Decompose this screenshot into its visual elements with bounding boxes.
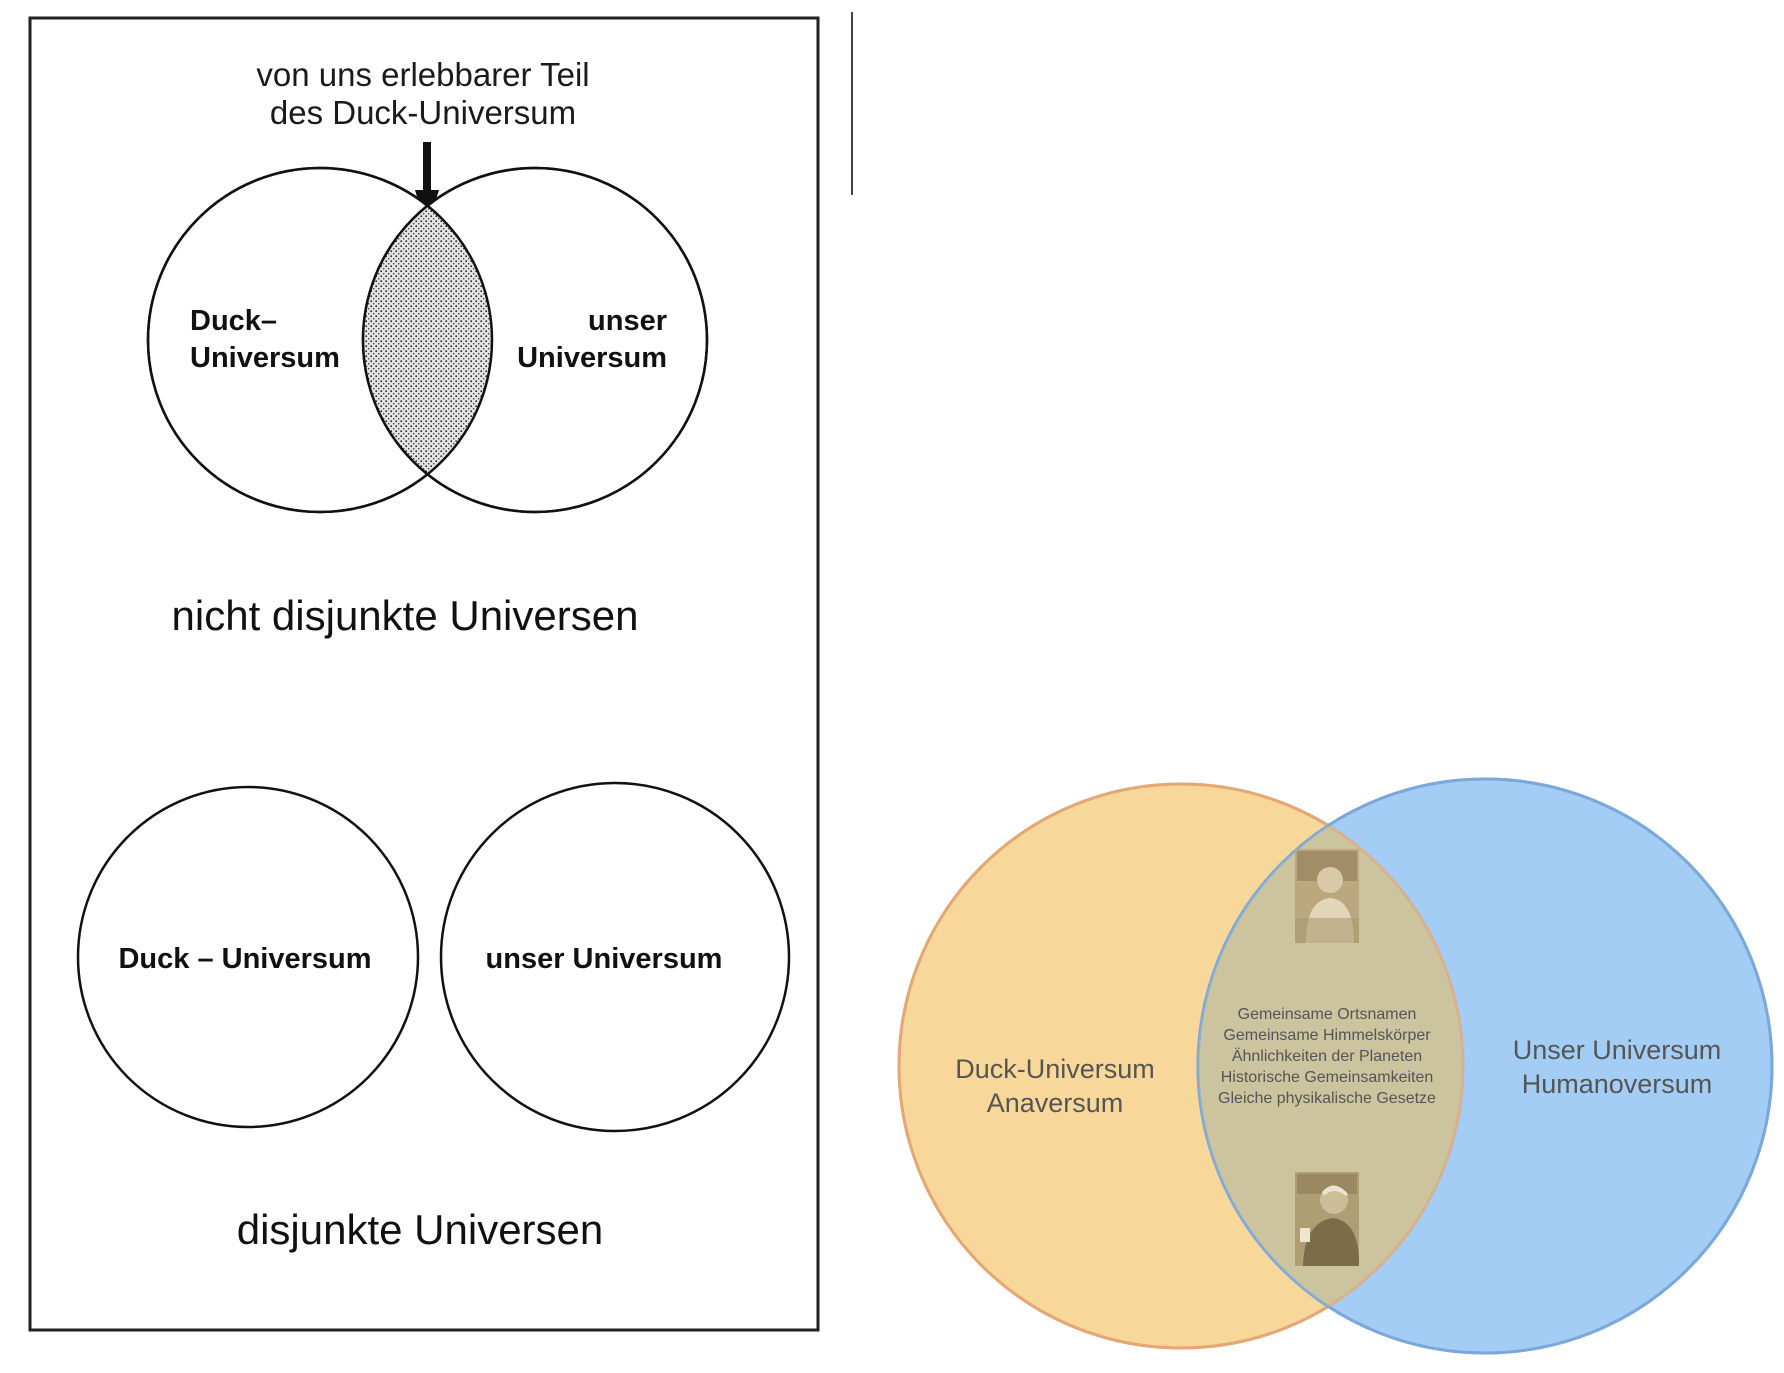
disjoint-right-label: unser Universum — [486, 943, 723, 975]
arrow-caption-line2: des Duck-Universum — [270, 94, 576, 131]
disjoint-caption: disjunkte Universen — [237, 1206, 604, 1253]
scanned-figure-panel: von uns erlebbarer Teil des Duck-Univers… — [30, 12, 852, 1330]
humanoversum-label-line1: Unser Universum — [1513, 1035, 1722, 1065]
intersection-list: Gemeinsame Ortsnamen Gemeinsame Himmelsk… — [1218, 1006, 1436, 1107]
arrow-caption-line1: von uns erlebbarer Teil — [256, 56, 589, 93]
intersection-item: Gemeinsame Ortsnamen — [1238, 1006, 1417, 1023]
intersection-item: Gleiche physikalische Gesetze — [1218, 1090, 1436, 1107]
disjoint-left-label: Duck – Universum — [118, 943, 371, 975]
overlap-left-label-line1: Duck– — [190, 305, 277, 337]
anaversum-label-line1: Duck-Universum — [955, 1054, 1155, 1084]
intersection-item: Historische Gemeinsamkeiten — [1221, 1069, 1434, 1086]
overlap-right-label-line1: unser — [588, 305, 667, 337]
intersection-item: Gemeinsame Himmelskörper — [1223, 1027, 1431, 1044]
portrait-photo-icon — [1295, 849, 1359, 943]
humanoversum-label-line2: Humanoversum — [1522, 1069, 1713, 1099]
overlapping-venn: Duck– Universum unser Universum — [148, 168, 707, 512]
overlap-right-label-line2: Universum — [517, 342, 667, 374]
overlap-left-label-line2: Universum — [190, 342, 340, 374]
anaversum-label-line2: Anaversum — [987, 1088, 1124, 1118]
portrait-photo-icon — [1295, 1172, 1359, 1266]
intersection-item: Ähnlichkeiten der Planeten — [1232, 1047, 1422, 1065]
overlap-caption: nicht disjunkte Universen — [172, 592, 639, 639]
colored-venn-panel: Duck-Universum Anaversum Unser Universum… — [899, 779, 1772, 1353]
